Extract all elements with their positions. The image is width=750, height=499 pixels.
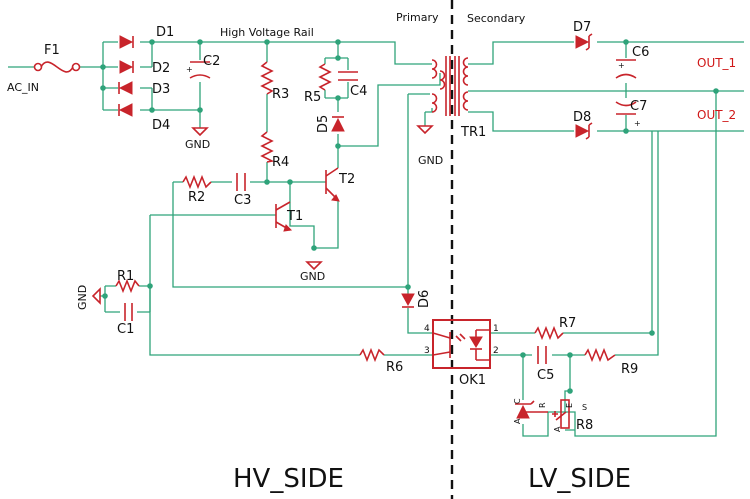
diode-d7 (575, 33, 593, 51)
capacitor-c1 (124, 303, 133, 321)
resistor-r1 (115, 278, 140, 294)
label-f1: F1 (44, 43, 60, 58)
fuse-f1 (33, 61, 81, 73)
reg-pin-c: C (513, 398, 522, 404)
transformer-tr1 (431, 56, 469, 116)
r8-pin-s: S (582, 403, 587, 412)
ac-in-label: AC_IN (7, 81, 39, 94)
label-d2: D2 (152, 61, 170, 76)
reg-pin-a: A (513, 418, 522, 424)
diode-d8 (575, 122, 593, 140)
resistor-r2 (182, 174, 212, 190)
label-r8: R8 (576, 418, 593, 433)
label-d1: D1 (156, 25, 174, 40)
resistor-r9 (584, 347, 616, 363)
label-c6: C6 (632, 45, 649, 60)
label-r7: R7 (559, 316, 576, 331)
capacitor-c6 (615, 59, 637, 79)
c2-polarity-mark: + (186, 65, 193, 74)
label-r5: R5 (304, 90, 321, 105)
lv-side-label: LV_SIDE (528, 464, 631, 494)
label-d8: D8 (573, 110, 591, 125)
secondary-label: Secondary (467, 12, 526, 25)
label-c7: C7 (630, 99, 647, 114)
label-d6: D6 (417, 290, 432, 308)
capacitor-c5 (537, 346, 547, 364)
label-r1: R1 (117, 269, 134, 284)
capacitor-c2 (189, 61, 211, 79)
label-d4: D4 (152, 118, 170, 133)
optocoupler-ok1 (432, 319, 491, 369)
label-c5: C5 (537, 368, 554, 383)
capacitor-c4 (338, 71, 358, 81)
r8-pin-a: A (553, 426, 562, 432)
gnd-label-t1: GND (300, 270, 325, 283)
ok1-pin4: 4 (424, 324, 430, 334)
label-c4: C4 (350, 84, 367, 99)
label-c1: C1 (117, 322, 134, 337)
shunt-regulator (515, 400, 548, 419)
gnd-label-c2: GND (185, 138, 210, 151)
r8-pin-e: E (565, 403, 574, 408)
gnd-label-tr1: GND (418, 154, 443, 167)
label-r6: R6 (386, 360, 403, 375)
out2-label: OUT_2 (697, 108, 736, 122)
label-r9: R9 (621, 362, 638, 377)
ok1-pin3: 3 (424, 346, 430, 356)
trimmer-r8 (552, 399, 570, 429)
label-tr1: TR1 (460, 125, 486, 140)
out1-label: OUT_1 (697, 56, 736, 70)
resistor-r4 (260, 131, 275, 163)
ok1-pin1: 1 (493, 324, 499, 334)
label-d3: D3 (152, 82, 170, 97)
ok1-pin2: 2 (493, 346, 499, 356)
label-c2: C2 (203, 54, 220, 69)
label-c3: C3 (234, 193, 251, 208)
gnd-label-r1: GND (76, 285, 89, 310)
transistor-t1 (275, 201, 293, 232)
hv-side-label: HV_SIDE (233, 464, 344, 494)
resistor-r5 (318, 63, 332, 91)
hv-rail-label: High Voltage Rail (220, 26, 314, 39)
label-t2: T2 (338, 172, 355, 187)
transistor-t2 (325, 167, 340, 202)
label-d7: D7 (573, 20, 591, 35)
label-r2: R2 (188, 190, 205, 205)
diode-d5 (331, 116, 345, 132)
c7-polarity-mark: + (634, 119, 641, 128)
label-t1: T1 (286, 209, 303, 224)
label-r3: R3 (272, 87, 289, 102)
resistor-r6 (359, 347, 385, 363)
label-ok1: OK1 (459, 373, 486, 388)
diode-d6 (401, 293, 415, 308)
gnd-symbols (91, 125, 434, 305)
resistor-r3 (260, 61, 274, 95)
label-d5: D5 (316, 115, 331, 133)
reg-pin-r: R (538, 402, 547, 408)
bridge-diodes (118, 35, 134, 117)
capacitor-c3 (236, 173, 246, 191)
c6-polarity-mark: + (618, 61, 625, 70)
label-r4: R4 (272, 155, 289, 170)
resistor-r7 (534, 325, 564, 341)
capacitor-c7 (615, 101, 637, 115)
junction-dots (100, 39, 719, 394)
primary-label: Primary (396, 11, 439, 24)
